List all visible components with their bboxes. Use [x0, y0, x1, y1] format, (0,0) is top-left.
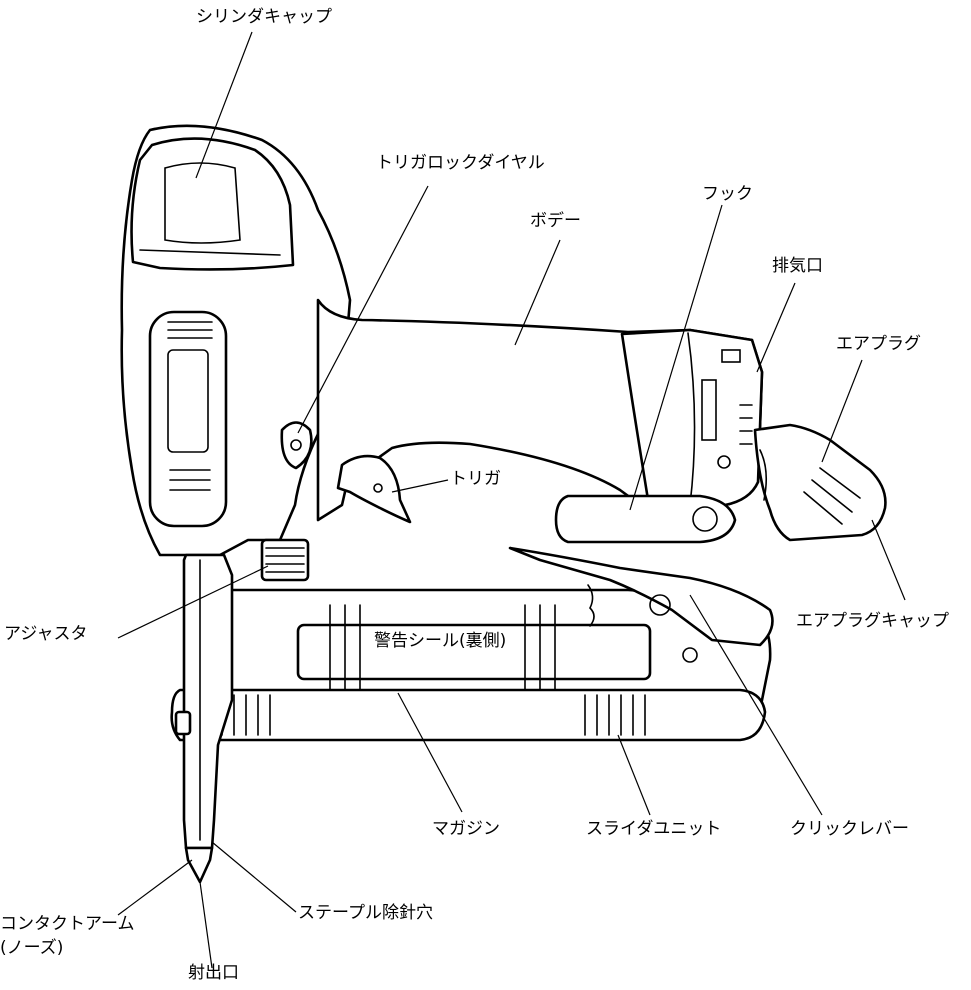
label-trigger-lock-dial: トリガロックダイヤル — [376, 153, 545, 173]
label-body: ボデー — [530, 211, 581, 231]
leader-slide-unit — [617, 734, 651, 816]
leader-trigger — [391, 479, 449, 493]
contact-arm — [182, 553, 234, 850]
label-magazine: マガジン — [432, 819, 500, 839]
grip-panel — [148, 310, 228, 528]
leader-air-plug — [821, 359, 863, 463]
air-plug — [753, 423, 887, 542]
label-injection-port: 射出口 — [188, 963, 239, 983]
leader-injection-port — [199, 881, 213, 969]
cylinder-cap — [130, 137, 295, 271]
label-air-plug-cap: エアプラグキャップ — [796, 611, 949, 631]
label-warning-seal: 警告シール(裏側) — [374, 631, 507, 651]
label-exhaust-port: 排気口 — [772, 256, 823, 276]
leader-exhaust-port — [756, 282, 796, 373]
leader-magazine — [397, 692, 463, 813]
leader-cylinder-cap — [195, 31, 253, 179]
adjuster — [260, 538, 310, 582]
label-trigger: トリガ — [450, 469, 501, 489]
leader-body — [514, 239, 561, 346]
leader-trigger-lock-dial — [297, 185, 429, 434]
nose-tip — [184, 846, 214, 884]
label-air-plug: エアプラグ — [836, 334, 921, 354]
trigger-lock-dial — [280, 421, 313, 470]
leader-adjuster — [117, 565, 269, 639]
label-staple-removal-hole: ステープル除針穴 — [298, 903, 433, 923]
leader-click-lever — [689, 594, 823, 816]
label-click-lever: クリックレバー — [790, 819, 909, 839]
leader-staple-hole — [211, 841, 297, 913]
leader-hook — [629, 204, 723, 511]
leader-air-plug-cap — [871, 519, 906, 601]
label-contact-arm: コンタクトアーム — [0, 914, 135, 934]
label-slide-unit: スライダユニット — [586, 819, 722, 839]
label-cylinder-cap: シリンダキャップ — [196, 7, 332, 27]
warning-seal-panel — [296, 623, 652, 681]
label-adjuster: アジャスタ — [4, 624, 88, 644]
label-contact-arm-nose: (ノーズ) — [0, 938, 64, 958]
click-lever — [508, 546, 774, 647]
leader-contact-arm — [117, 859, 193, 916]
hook — [554, 494, 737, 544]
slide-unit — [170, 688, 767, 742]
label-hook: フック — [702, 184, 753, 204]
